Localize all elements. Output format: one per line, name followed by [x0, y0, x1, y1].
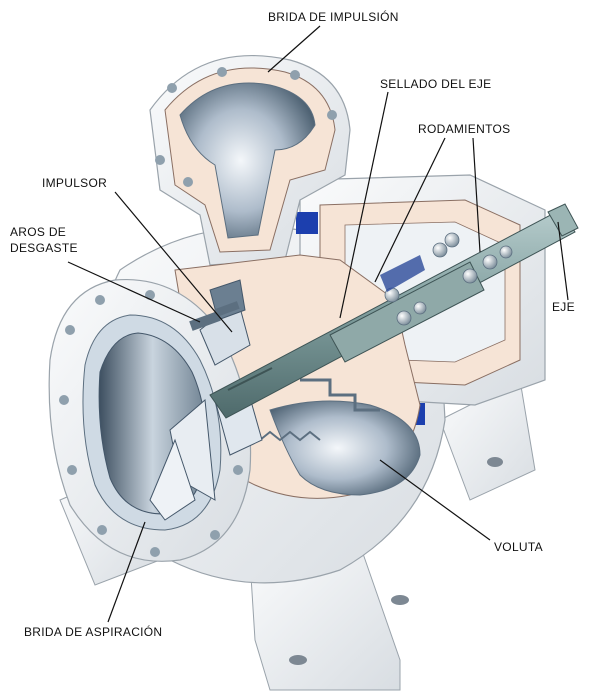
label-brida-aspiracion: BRIDA DE ASPIRACIÓN — [24, 625, 162, 639]
flange-bolt-hole — [217, 67, 227, 77]
flange-bolt-hole — [67, 465, 77, 475]
flange-bolt-hole — [290, 70, 300, 80]
flange-bolt-hole — [327, 110, 337, 120]
label-eje: EJE — [552, 300, 575, 314]
flange-bolt-hole — [210, 530, 220, 540]
flange-bolt-hole — [59, 395, 69, 405]
flange-bolt-hole — [145, 290, 155, 300]
flange-bolt-hole — [233, 465, 243, 475]
label-aros-desgaste-line1: AROS DE — [10, 225, 66, 239]
label-aros-desgaste-line2: DESGASTE — [10, 241, 78, 255]
flange-bolt-hole — [97, 525, 107, 535]
seal-highlight-top — [296, 212, 318, 234]
flange-bolt-hole — [183, 177, 193, 187]
flange-bolt-hole — [167, 83, 177, 93]
label-sellado-eje: SELLADO DEL EJE — [380, 77, 491, 91]
flange-bolt-hole — [155, 155, 165, 165]
flange-bolt-hole — [150, 547, 160, 557]
label-brida-impulsion: BRIDA DE IMPULSIÓN — [268, 10, 399, 24]
flange-bolt-hole — [65, 325, 75, 335]
flange-bolt-hole — [95, 295, 105, 305]
label-impulsor: IMPULSOR — [42, 176, 107, 190]
label-voluta: VOLUTA — [494, 540, 543, 554]
label-rodamientos: RODAMIENTOS — [418, 122, 510, 136]
